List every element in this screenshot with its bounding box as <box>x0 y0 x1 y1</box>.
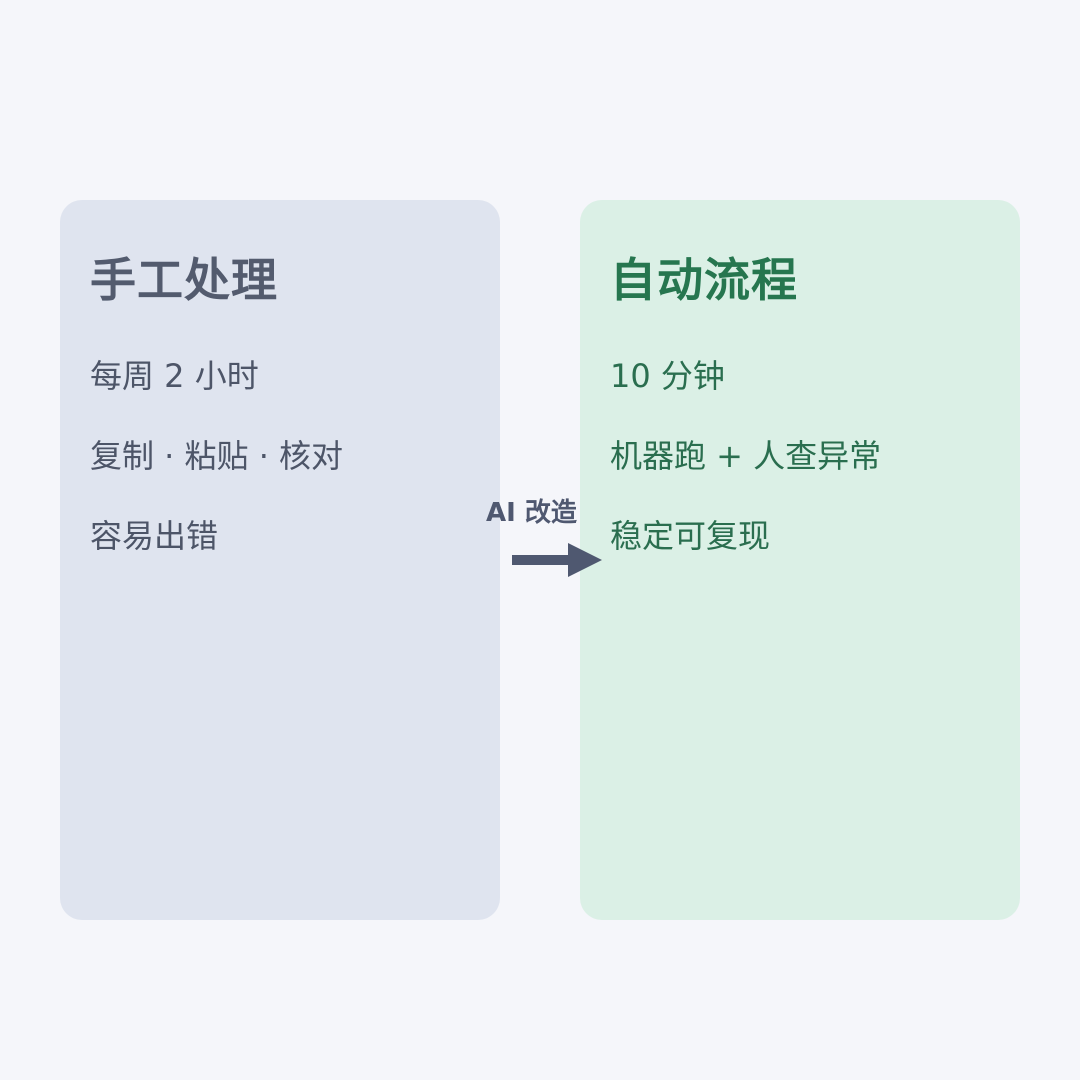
automated-process-item-steps: 机器跑 + 人查异常 <box>610 437 882 475</box>
manual-process-card: 手工处理 每周 2 小时 复制 · 粘贴 · 核对 容易出错 <box>60 200 500 920</box>
automated-process-item-result: 稳定可复现 <box>610 517 771 555</box>
manual-process-item-steps: 复制 · 粘贴 · 核对 <box>90 437 344 475</box>
manual-process-item-time: 每周 2 小时 <box>90 357 259 395</box>
automated-process-item-time: 10 分钟 <box>610 357 725 395</box>
arrow-shaft <box>512 555 572 565</box>
transition-label: AI 改造 <box>486 498 577 528</box>
automated-process-title: 自动流程 <box>610 253 798 307</box>
manual-process-item-risk: 容易出错 <box>90 517 219 555</box>
automated-process-list: 10 分钟 机器跑 + 人查异常 稳定可复现 <box>610 356 990 556</box>
manual-process-title: 手工处理 <box>90 253 278 307</box>
manual-process-list: 每周 2 小时 复制 · 粘贴 · 核对 容易出错 <box>90 356 470 556</box>
automated-process-card: 自动流程 10 分钟 机器跑 + 人查异常 稳定可复现 <box>580 200 1020 920</box>
arrow-right-icon <box>512 543 602 577</box>
arrow-head <box>568 543 602 577</box>
